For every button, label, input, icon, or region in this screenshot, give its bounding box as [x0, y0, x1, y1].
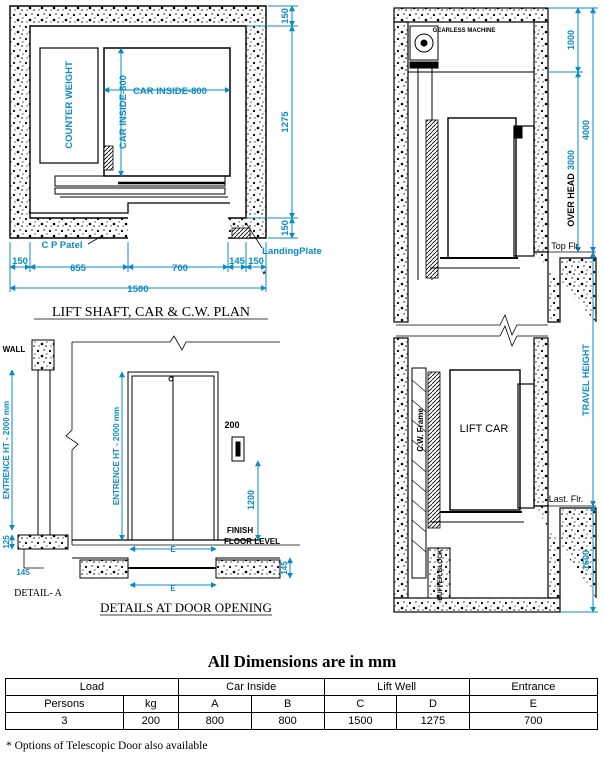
header-load: Load [5, 678, 179, 696]
landing-plate-label: LandingPlate [262, 246, 322, 257]
travel-height-label: TRAVEL HEIGHT [581, 344, 591, 416]
header-car-inside: Car Inside [177, 678, 325, 696]
dim-145-door: 145 [280, 561, 289, 575]
dim-1275: 1275 [280, 111, 291, 133]
value-persons: 3 [5, 712, 124, 730]
plan-door-gap [128, 216, 228, 240]
entrance-height-label-left: ENTRENCE HT - 2000 mm [2, 401, 11, 499]
section-view [393, 7, 597, 613]
buffer-block [427, 547, 451, 599]
dim-4000: 4000 [581, 120, 591, 140]
counter-weight-label: COUNTER WEIGHT [64, 61, 75, 149]
value-d: 1275 [396, 712, 470, 730]
dim-1200: 1200 [246, 490, 256, 510]
dim-150-left: 150 [12, 256, 28, 267]
car-inside-vertical-label: CAR INSIDE-800 [118, 75, 129, 149]
plan-labels: 150 655 700 145 150 1500 150 1275 150 CA… [12, 8, 322, 295]
asterisk-mark: * [262, 269, 267, 281]
entrance-height-label-door: ENTRENCE HT - 2000 mm [112, 407, 121, 505]
gearless-machine-label: GEARLESS MACHINE [433, 28, 496, 34]
detail-a-label: DETAIL- A [14, 588, 63, 599]
dim-3000: 3000 [566, 150, 576, 170]
lift-car-label: LIFT CAR [460, 423, 509, 435]
cw-frame-label: C.W. Frame [416, 408, 425, 452]
footnote: * Options of Telescopic Door also availa… [6, 740, 208, 752]
door-view [17, 335, 300, 579]
subheader-c: C [323, 695, 398, 713]
counter-weight-box [39, 47, 99, 164]
dim-655: 655 [70, 263, 87, 274]
subheader-b: B [250, 695, 325, 713]
value-kg: 200 [122, 712, 179, 730]
lift-car-upper [447, 117, 517, 259]
dim-700: 700 [172, 263, 188, 274]
last-floor-label: Last. Flr. [549, 494, 584, 504]
dim-145-detail: 145 [16, 568, 30, 577]
specification-table: Load Car Inside Lift Well Entrance Perso… [5, 678, 599, 730]
overhead-label: OVER HEAD [566, 173, 576, 227]
plan-title: LIFT SHAFT, CAR & C.W. PLAN [52, 305, 250, 320]
floor-level-label: FLOOR LEVEL [224, 537, 280, 546]
dim-1000: 1000 [566, 30, 576, 50]
value-a: 800 [177, 712, 252, 730]
finish-label: FINISH [227, 526, 253, 535]
dim-1500: 1500 [127, 284, 148, 295]
subheader-kg: kg [122, 695, 179, 713]
value-c: 1500 [323, 712, 398, 730]
plan-dimensions [9, 5, 298, 292]
table-row: 3 200 800 800 1500 1275 700 [5, 712, 599, 730]
dim-150-bottom: 150 [280, 220, 291, 236]
lift-car-lower [449, 369, 521, 511]
subheader-persons: Persons [5, 695, 124, 713]
dim-150-top: 150 [280, 8, 291, 24]
table-subheader-row: Persons kg A B C D E [5, 695, 599, 713]
top-floor-label: Top Flr. [551, 241, 581, 251]
door-title: DETAILS AT DOOR OPENING [100, 600, 272, 615]
landing-plate-block [231, 227, 251, 239]
wall-label: WALL [3, 345, 26, 354]
subheader-e: E [468, 695, 599, 713]
wall-block [31, 339, 55, 371]
value-b: 800 [250, 712, 325, 730]
section-labels: 1000 3000 4000 1600 TRAVEL HEIGHT OVER H… [416, 28, 591, 601]
dim-150-right: 150 [248, 256, 264, 267]
cw-frame [411, 367, 427, 579]
dim-e-lower: E [170, 584, 176, 593]
plan-view [9, 5, 267, 249]
dim-200: 200 [224, 420, 239, 430]
push-button-box [231, 436, 245, 462]
dimensions-note-title: All Dimensions are in mm [207, 652, 397, 671]
gearless-machine [409, 25, 439, 61]
section-dimensions [548, 7, 598, 613]
lift-drawing: 150 655 700 145 150 1500 150 1275 150 CA… [2, 5, 598, 616]
dim-125: 125 [2, 535, 11, 549]
door-labels: WALL ENTRENCE HT - 2000 mm ENTRENCE HT -… [2, 345, 289, 593]
cp-patel-label: C P Patel [41, 240, 82, 251]
value-e: 700 [468, 712, 599, 730]
subheader-a: A [177, 695, 252, 713]
cp-patel-block [103, 145, 114, 171]
dim-e-upper: E [170, 545, 176, 554]
car-inside-horizontal-label: CAR INSIDE-800 [133, 86, 207, 97]
header-entrance: Entrance [468, 678, 599, 696]
dim-1600: 1600 [581, 550, 591, 570]
plan-wall [9, 5, 267, 239]
door-dimensions [9, 369, 293, 588]
table-header-row: Load Car Inside Lift Well Entrance [5, 678, 599, 696]
subheader-d: D [396, 695, 470, 713]
buffer-block-label: BUFFER BLOCK [437, 549, 444, 601]
header-lift-well: Lift Well [323, 678, 470, 696]
dim-145: 145 [229, 256, 246, 267]
